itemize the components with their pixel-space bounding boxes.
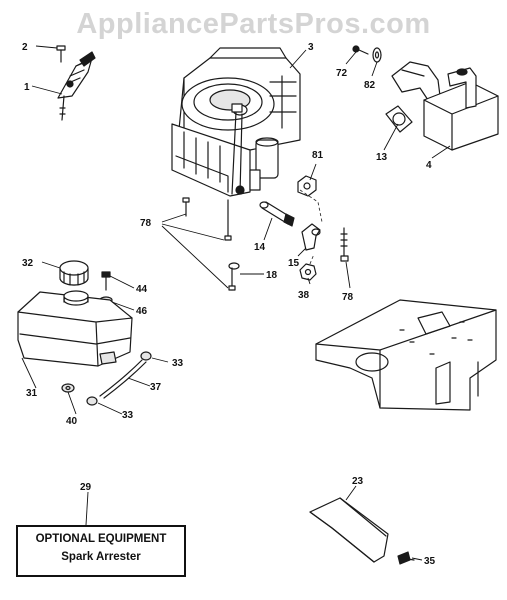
callout-33-top: 33: [172, 358, 184, 369]
callout-29: 29: [80, 482, 92, 493]
callout-78-right: 78: [342, 292, 354, 303]
callout-82: 82: [364, 80, 376, 91]
callout-3: 3: [308, 42, 314, 53]
callout-40: 40: [66, 416, 78, 427]
fuel-cap-part[interactable]: [59, 260, 89, 286]
callout-15: 15: [288, 258, 300, 269]
screw-2-part[interactable]: [56, 45, 66, 63]
nut-38-part[interactable]: [299, 263, 317, 281]
callout-4: 4: [426, 160, 432, 171]
elbow-15-part[interactable]: [301, 223, 321, 251]
callout-46: 46: [136, 306, 148, 317]
callout-72: 72: [336, 68, 348, 79]
spark-arrester-23-part[interactable]: [309, 497, 389, 563]
fuel-tank-part[interactable]: [17, 290, 133, 367]
spark-arrester-label: Spark Arrester: [61, 551, 141, 563]
engine-part[interactable]: [171, 47, 301, 197]
bolt-72-part[interactable]: [352, 45, 369, 55]
drain-tube-14-part[interactable]: [259, 201, 295, 227]
clamp-33-top-part[interactable]: [140, 351, 152, 361]
optional-equipment-box: OPTIONAL EQUIPMENT Spark Arrester: [16, 525, 186, 577]
watermark-text: AppliancePartsPros.com: [76, 8, 431, 40]
callout-14: 14: [254, 242, 266, 253]
clamp-33-bottom-part[interactable]: [86, 396, 98, 406]
muffler-part[interactable]: [391, 61, 499, 151]
callout-37: 37: [150, 382, 162, 393]
callout-32: 32: [22, 258, 34, 269]
callout-38: 38: [298, 290, 310, 301]
callout-1: 1: [24, 82, 30, 93]
gasket-82-part[interactable]: [372, 47, 382, 63]
callout-44: 44: [136, 284, 148, 295]
callout-78-left: 78: [140, 218, 152, 229]
callout-35: 35: [424, 556, 436, 567]
throttle-control-part[interactable]: [57, 51, 96, 121]
screw-35-part[interactable]: [397, 551, 415, 565]
screw-44-part[interactable]: [101, 271, 111, 291]
callout-23: 23: [352, 476, 364, 487]
bolt-78-left-part[interactable]: [182, 197, 236, 291]
frame-plate-part[interactable]: [315, 299, 497, 411]
fuel-line-37-part[interactable]: [99, 359, 147, 399]
bushing-40-part[interactable]: [61, 383, 75, 393]
callout-2: 2: [22, 42, 28, 53]
gasket-13-part[interactable]: [385, 105, 413, 133]
callout-31: 31: [26, 388, 38, 399]
callout-18: 18: [266, 270, 278, 281]
bolt-78-right-part[interactable]: [340, 227, 349, 262]
optional-equipment-heading: OPTIONAL EQUIPMENT: [35, 533, 167, 545]
callout-81: 81: [312, 150, 324, 161]
nut-81-part[interactable]: [297, 175, 317, 197]
callout-13: 13: [376, 152, 388, 163]
washer-18-part[interactable]: [228, 262, 240, 270]
callout-33-bottom: 33: [122, 410, 134, 421]
